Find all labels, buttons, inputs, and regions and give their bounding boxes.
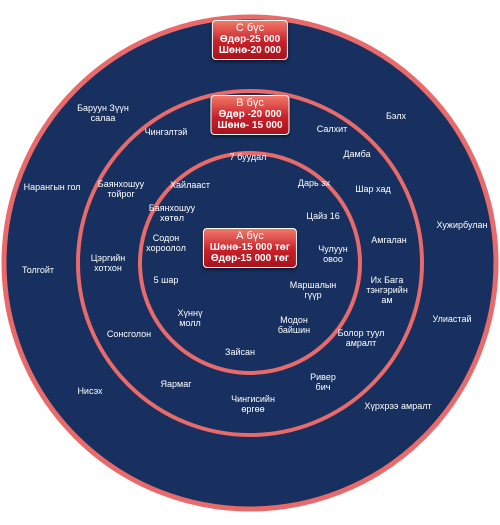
inner-place-label: Хайлааст xyxy=(170,180,210,190)
outer-place-label: Хүрхрээ амралт xyxy=(364,401,432,411)
zone-a-day: Өдөр-15 000 төг xyxy=(210,253,290,264)
inner-place-label: 7 буудал xyxy=(229,152,267,162)
inner-place-label: Хүннү молл xyxy=(177,308,203,328)
outer-place-label: Бэлх xyxy=(385,111,407,121)
zone-c-box: С бүс Өдөр-25 000 Шөнө-20 000 xyxy=(211,20,289,60)
inner-place-label: Баянхошуу хөтөл xyxy=(148,203,196,223)
inner-place-label: Маршалын гүүр xyxy=(289,280,337,300)
zone-b-day: Өдөр -20 000 xyxy=(218,109,282,120)
outer-place-label: Нисэх xyxy=(77,386,103,396)
middle-place-label: Салхит xyxy=(316,124,348,134)
middle-place-label: Шар хад xyxy=(355,184,391,194)
zone-a-night: Шөнө-15 000 төг xyxy=(209,242,291,253)
outer-place-label: Толгойт xyxy=(21,265,55,275)
zone-c-day: Өдөр-25 000 xyxy=(219,34,281,45)
middle-place-label: Амгалан xyxy=(371,235,407,245)
zone-b-title: В бүс xyxy=(236,97,264,109)
middle-place-label: Баянхошуу тойрог xyxy=(97,179,145,199)
zone-a-title: А бүс xyxy=(236,230,264,242)
middle-place-label: Дамба xyxy=(343,149,371,159)
outer-place-label: Хужирбулан xyxy=(436,220,488,230)
outer-place-label: Улиастай xyxy=(432,314,472,324)
inner-place-label: Содон хороолол xyxy=(146,233,186,253)
middle-place-label: Сонсголон xyxy=(106,329,152,339)
middle-place-label: Чингисийн өргөө xyxy=(231,394,275,414)
inner-place-label: Цайз 16 xyxy=(306,211,340,221)
zone-c-title: С бүс xyxy=(235,22,265,34)
middle-place-label: Яармаг xyxy=(160,379,192,389)
inner-place-label: Дарь эх xyxy=(297,178,331,188)
zone-c-night: Шөнө-20 000 xyxy=(218,45,282,56)
inner-place-label: 5 шар xyxy=(153,275,179,285)
outer-place-label: Баруун Зүүн салаа xyxy=(77,103,129,123)
middle-place-label: Их Багa тэнгэрийн ам xyxy=(366,275,408,305)
middle-place-label: Чингэлтэй xyxy=(144,127,188,137)
inner-place-label: Модон байшин xyxy=(277,315,311,335)
middle-place-label: Цэргийн хотхон xyxy=(90,253,126,273)
zone-b-box: В бүс Өдөр -20 000 Шөнө- 15 000 xyxy=(210,95,290,135)
inner-place-label: Чулуун овоо xyxy=(318,244,348,264)
middle-place-label: Ривер бич xyxy=(310,372,336,392)
middle-place-label: Болор туул амралт xyxy=(337,328,385,348)
inner-place-label: Зайсан xyxy=(225,347,255,357)
zone-a-box: А бүс Шөнө-15 000 төг Өдөр-15 000 төг xyxy=(202,228,298,268)
zone-b-night: Шөнө- 15 000 xyxy=(217,120,283,131)
outer-place-label: Нарангын гол xyxy=(23,182,81,192)
